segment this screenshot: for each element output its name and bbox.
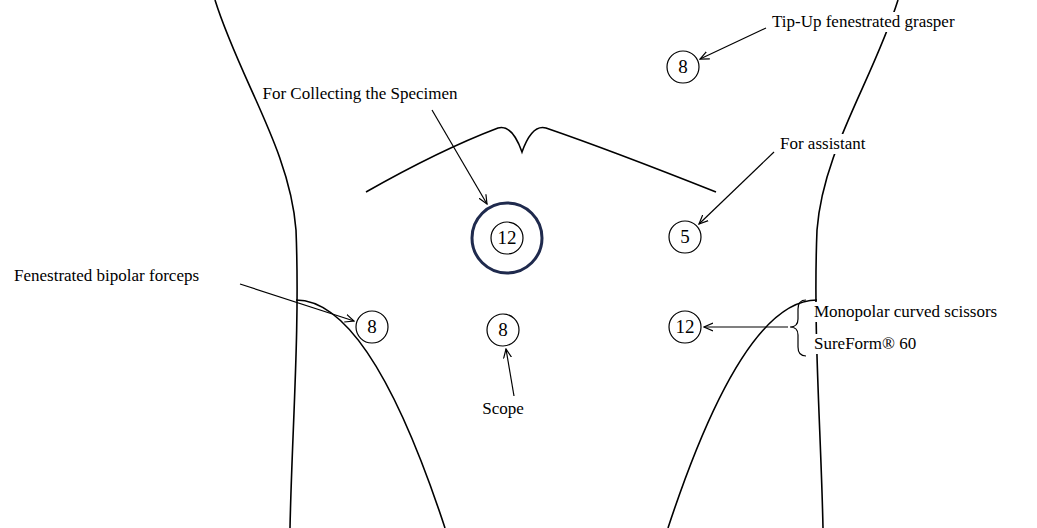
- port-circle: 12: [668, 310, 702, 344]
- port-size: 8: [498, 320, 508, 341]
- instrument-label: SureForm® 60: [812, 334, 918, 354]
- port-circle: 8: [666, 50, 700, 84]
- port-ring: [669, 311, 701, 343]
- port-circle: 8: [486, 313, 520, 347]
- leader-arrow: [699, 152, 774, 224]
- port-size: 8: [367, 317, 377, 338]
- instrument-label: Tip-Up fenestrated grasper: [770, 12, 957, 32]
- port-ring: [491, 222, 523, 254]
- port-circle: 12: [470, 201, 544, 275]
- instrument-label: Fenestrated bipolar forceps: [12, 266, 201, 286]
- port-ring: [669, 221, 701, 253]
- instrument-label: For Collecting the Specimen: [261, 84, 460, 104]
- port-ring: [356, 311, 388, 343]
- left-body-line: [215, 0, 297, 528]
- leader-arrow: [704, 326, 788, 327]
- instrument-label: Monopolar curved scissors: [812, 302, 999, 322]
- left-inguinal-line: [296, 300, 445, 528]
- port-size: 12: [676, 317, 695, 338]
- right-inguinal-line: [668, 300, 817, 528]
- port-size: 12: [498, 228, 517, 249]
- curly-brace: [790, 300, 806, 356]
- port-size: 8: [678, 57, 688, 78]
- specimen-ring: [472, 203, 542, 273]
- right-body-line: [816, 0, 898, 528]
- port-ring: [487, 314, 519, 346]
- port-ring: [667, 51, 699, 83]
- port-size: 5: [680, 227, 690, 248]
- leader-arrow: [700, 28, 766, 59]
- leader-arrow: [506, 349, 514, 396]
- port-circle: 5: [668, 220, 702, 254]
- leader-arrow: [432, 110, 487, 204]
- port-circle: 8: [355, 310, 389, 344]
- instrument-label: For assistant: [778, 134, 867, 154]
- costal-margin: [366, 128, 716, 193]
- instrument-label: Scope: [480, 399, 526, 419]
- leader-arrow: [240, 284, 354, 321]
